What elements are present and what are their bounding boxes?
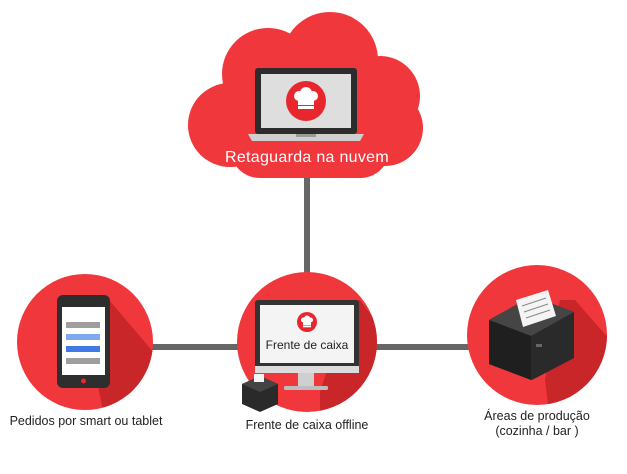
printer-node: [467, 265, 607, 405]
printer-caption-line2: (cozinha / bar ): [495, 424, 579, 438]
tablet-icon: [57, 295, 110, 388]
receipt-printer-icon: [489, 290, 574, 380]
chef-hat-icon: [294, 87, 318, 109]
laptop-icon: [248, 68, 364, 141]
pos-node: [237, 272, 377, 412]
cloud-node: [188, 12, 423, 178]
small-receipt-printer-icon: [242, 374, 278, 412]
cloud-title: Retaguarda na nuvem: [225, 149, 389, 166]
pos-screen-text: Frente de caixa: [266, 338, 349, 352]
monitor-icon: [255, 300, 359, 390]
tablet-node: [17, 274, 153, 410]
pos-caption: Frente de caixa offline: [245, 418, 369, 432]
connectors: [150, 170, 470, 350]
tablet-caption: Pedidos por smart ou tablet: [9, 414, 163, 428]
printer-caption-line1: Áreas de produção: [484, 409, 590, 423]
